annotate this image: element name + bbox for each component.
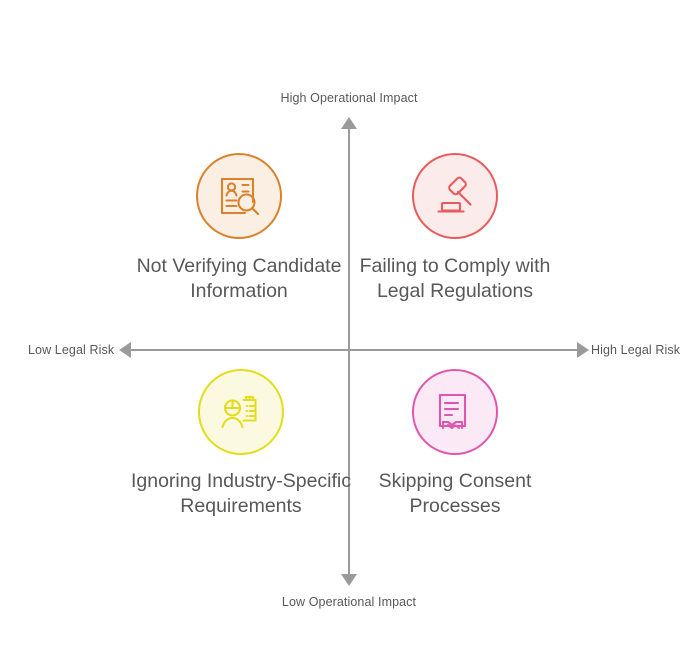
axis-label-low-legal-risk: Low Legal Risk [28,343,115,357]
arrow-up-icon [341,117,357,129]
worker-checklist-icon-badge [198,369,284,455]
horizontal-axis-line [130,349,578,351]
vertical-axis-line [348,127,350,576]
worker-checklist-icon [221,395,257,429]
axis-label-low-operational-impact: Low Operational Impact [281,595,417,609]
arrow-right-icon [577,342,589,358]
arrow-down-icon [341,574,357,586]
axis-label-high-legal-risk: High Legal Risk [591,343,681,357]
resume-search-icon-badge [196,153,282,239]
gavel-icon [437,176,472,213]
arrow-left-icon [119,342,131,358]
gavel-icon-badge [412,153,498,239]
quadrant-bottom-right: Skipping Consent Processes [335,369,575,518]
document-handshake-icon-badge [412,369,498,455]
quadrant-top-right: Failing to Comply with Legal Regulations [335,153,575,303]
document-handshake-icon [438,393,467,430]
quadrant-bottom-left: Ignoring Industry-Specific Requirements [121,369,361,518]
resume-search-icon [220,177,260,216]
axis-label-high-operational-impact: High Operational Impact [280,91,418,105]
quadrant-title-ignoring-industry-specific-requirements: Ignoring Industry-Specific Requirements [130,470,352,517]
quadrant-title-skipping-consent-processes: Skipping Consent Processes [378,470,532,517]
quadrant-top-left: Not Verifying Candidate Information [119,153,359,303]
quadrant-title-not-verifying-candidate-information: Not Verifying Candidate Information [136,255,342,302]
quadrant-title-failing-to-comply-with-legal-regulations: Failing to Comply with Legal Regulations [359,255,551,302]
